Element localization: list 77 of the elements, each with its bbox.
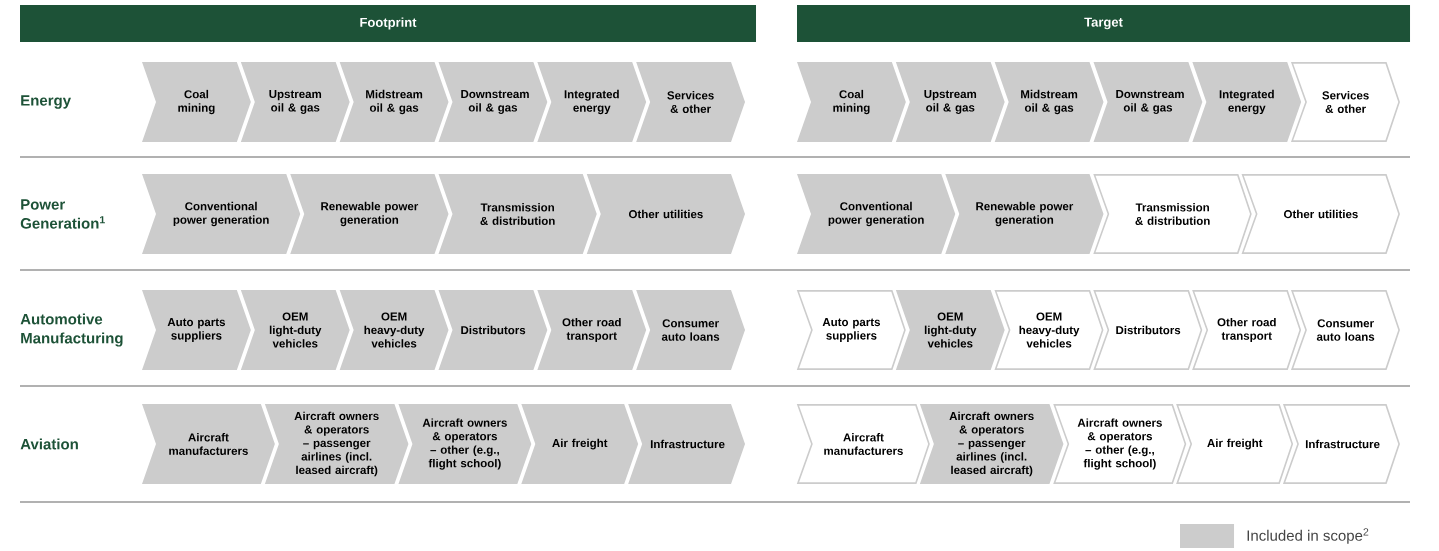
node-label: Infrastructure bbox=[650, 439, 725, 449]
value-chain-step: OEM light-duty vehicles bbox=[895, 290, 1005, 370]
node-label: Integrated energy bbox=[1219, 89, 1274, 115]
node-label: OEM light-duty vehicles bbox=[269, 312, 322, 348]
node-label: Services & other bbox=[667, 91, 714, 113]
value-chain-step: Integrated energy bbox=[537, 62, 647, 142]
legend-label: Included in scope$^{2}$ bbox=[1247, 528, 1369, 544]
row-label: Power Generation$^{1}$ bbox=[20, 199, 105, 229]
value-chain-step: OEM light-duty vehicles bbox=[240, 290, 350, 370]
value-chain-step: Integrated energy bbox=[1192, 62, 1302, 142]
node-label: Downstream oil & gas bbox=[1116, 90, 1184, 114]
value-chain-step: Downstream oil & gas bbox=[438, 62, 548, 142]
value-chain-step: Renewable power generation bbox=[945, 174, 1104, 254]
node-label: Other road transport bbox=[562, 317, 621, 343]
node-label: OEM heavy-duty vehicles bbox=[364, 312, 425, 348]
value-chain-step: Renewable power generation bbox=[290, 174, 449, 254]
node-label: Upstream oil & gas bbox=[269, 90, 322, 114]
value-chain-step: Downstream oil & gas bbox=[1093, 62, 1203, 142]
node-label: Aircraft manufacturers bbox=[169, 433, 248, 455]
value-chain-step: Other road transport bbox=[1192, 290, 1302, 370]
value-chain-step: Other utilities bbox=[586, 174, 745, 254]
node-label: Distributors bbox=[461, 325, 526, 335]
value-chain-step: Aircraft owners & operators – passenger airlines (incl. leased aircraft) bbox=[919, 404, 1064, 484]
row-label: Automotive Manufacturing bbox=[20, 313, 123, 347]
value-chain-step: Transmission & distribution bbox=[1093, 174, 1252, 254]
value-chain-step: Air freight bbox=[521, 404, 639, 484]
value-chain-step: Coal mining bbox=[797, 62, 906, 142]
value-chain-step: Coal mining bbox=[142, 62, 251, 142]
value-chain-step: Aircraft owners & operators – passenger airlines (incl. leased aircraft) bbox=[264, 404, 409, 484]
node-label: Midstream oil & gas bbox=[1021, 89, 1078, 115]
node-label: Aircraft owners & operators – passenger airlines (incl. leased aircraft) bbox=[294, 411, 379, 477]
value-chain-step: Infrastructure bbox=[1282, 404, 1400, 484]
node-label: Renewable power generation bbox=[321, 201, 419, 227]
value-chain-step: Other road transport bbox=[537, 290, 647, 370]
value-chain-step: Services & other bbox=[1290, 62, 1400, 142]
header-bar: Target bbox=[797, 5, 1410, 42]
value-chain-step: Auto parts suppliers bbox=[796, 290, 906, 370]
value-chain-step: Upstream oil & gas bbox=[895, 62, 1005, 142]
node-label: Transmission & distribution bbox=[480, 203, 555, 225]
value-chain-step: Air freight bbox=[1176, 404, 1294, 484]
node-label: Air freight bbox=[552, 438, 608, 450]
value-chain-step: Aircraft manufacturers bbox=[796, 404, 930, 484]
value-chain-step: Conventional power generation bbox=[797, 174, 956, 254]
value-chain-step: Transmission & distribution bbox=[438, 174, 597, 254]
value-chain-step: Aircraft owners & operators – other (e.g., flight school) bbox=[398, 404, 532, 484]
node-label: Conventional power generation bbox=[828, 201, 924, 227]
node-label: Other utilities bbox=[628, 209, 703, 219]
value-chain-step: Infrastructure bbox=[628, 404, 745, 484]
value-chain-step: Consumer auto loans bbox=[1290, 290, 1400, 370]
node-label: Auto parts suppliers bbox=[167, 318, 226, 342]
node-label: Aircraft owners & operators – other (e.g., flight school) bbox=[422, 418, 507, 470]
header-bar: Footprint bbox=[20, 5, 756, 42]
row-label: Energy bbox=[21, 95, 71, 109]
value-chain-step: Services & other bbox=[636, 62, 745, 142]
value-chain-step: Consumer auto loans bbox=[636, 290, 745, 370]
value-chain-step: Auto parts suppliers bbox=[142, 290, 251, 370]
node-label: Upstream oil & gas bbox=[924, 90, 977, 114]
value-chain-step: Conventional power generation bbox=[142, 174, 301, 254]
value-chain-step: Upstream oil & gas bbox=[240, 62, 350, 142]
value-chain-step: Distributors bbox=[438, 290, 548, 370]
node-label: Integrated energy bbox=[564, 89, 619, 115]
node-label: Consumer auto loans bbox=[661, 319, 720, 341]
value-chain-step: Aircraft manufacturers bbox=[142, 404, 275, 484]
node-label: Midstream oil & gas bbox=[366, 89, 423, 115]
node-label: Downstream oil & gas bbox=[461, 90, 529, 114]
value-chain-step: Other utilities bbox=[1241, 174, 1400, 254]
value-chain-step: Distributors bbox=[1093, 290, 1203, 370]
value-chain-step: Midstream oil & gas bbox=[994, 62, 1104, 142]
row-label: Aviation bbox=[20, 438, 78, 450]
value-chain-step: Midstream oil & gas bbox=[339, 62, 449, 142]
node-label: Conventional power generation bbox=[173, 201, 269, 227]
value-chain-step: OEM heavy-duty vehicles bbox=[994, 290, 1104, 370]
node-label: Renewable power generation bbox=[976, 201, 1074, 227]
node-label: Coal mining bbox=[833, 89, 870, 115]
value-chain-step: OEM heavy-duty vehicles bbox=[339, 290, 449, 370]
node-label: Coal mining bbox=[178, 89, 215, 115]
value-chain-step: Aircraft owners & operators – other (e.g., flight school) bbox=[1053, 404, 1187, 484]
